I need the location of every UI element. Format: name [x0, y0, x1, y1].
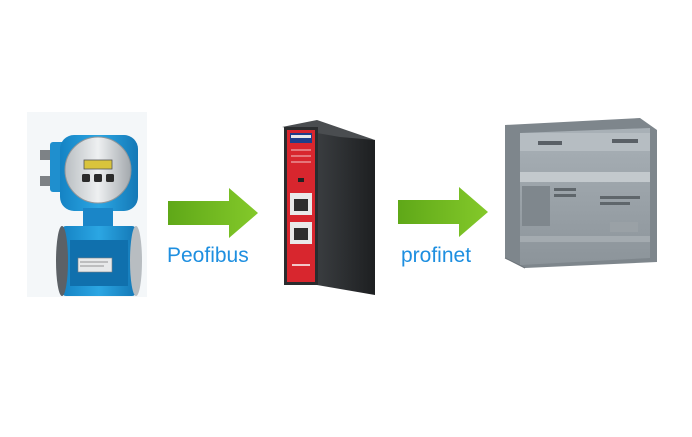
- protocol-gateway-icon: [282, 120, 375, 295]
- arrow-gateway-to-plc: [398, 187, 488, 237]
- electromagnetic-flowmeter-icon: [27, 112, 147, 297]
- edge-label-profinet: profinet: [401, 244, 472, 267]
- arrow-flowmeter-to-gateway: [168, 188, 258, 238]
- edge-label-peofibus: Peofibus: [167, 244, 249, 267]
- siemens-plc-icon: [504, 118, 657, 269]
